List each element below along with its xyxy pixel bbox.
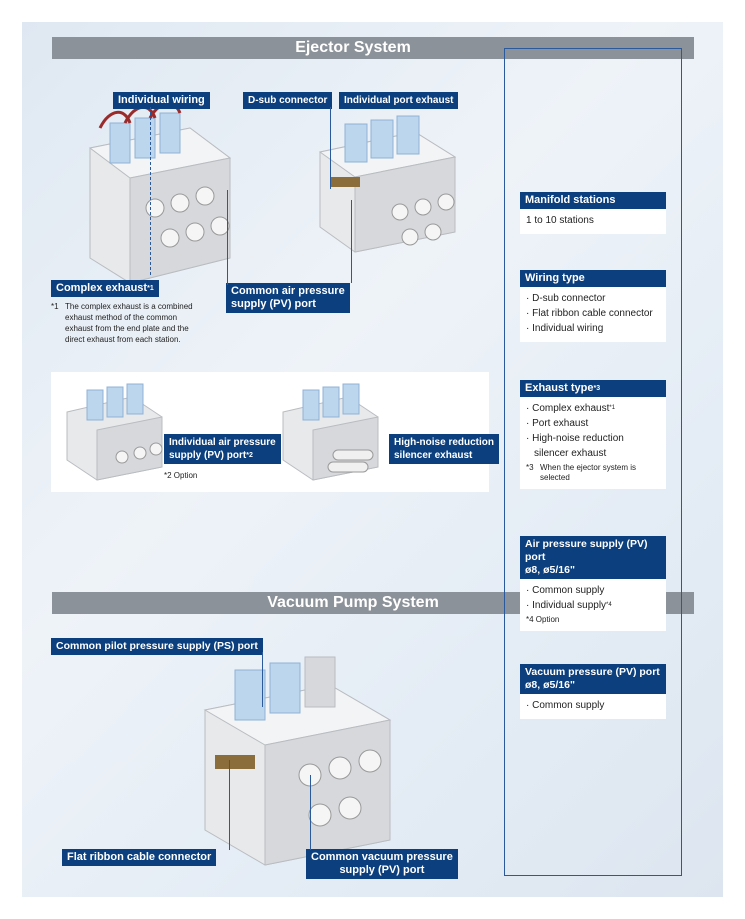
common-vacuum-line1: Common vacuum pressure — [311, 851, 453, 863]
spec-vac-title: Vacuum pressure (PV) port — [525, 666, 660, 678]
individual-wiring-label: Individual wiring — [113, 92, 210, 109]
leader-line — [351, 200, 352, 283]
note-1: *1 The complex exhaust is a combined exh… — [51, 301, 231, 345]
spec-exhaust-head: Exhaust type*3 — [520, 380, 666, 397]
leader-line — [262, 652, 263, 707]
individual-air-supply-label: Individual air pressure supply (PV) port… — [164, 434, 281, 464]
complex-exhaust-label: Complex exhaust*1 — [51, 280, 159, 297]
individual-air-line2: supply (PV) port — [169, 450, 247, 461]
leader-line — [150, 107, 151, 275]
spec-manifold-item: 1 to 10 stations — [526, 215, 594, 226]
spec-air-note: *4 Option — [526, 615, 560, 624]
spec-exhaust-note: *3 When the ejector system is selected — [526, 463, 661, 483]
spec-wiring-item: · Flat ribbon cable connector — [526, 308, 653, 319]
complex-exhaust-text: Complex exhaust — [56, 282, 148, 294]
high-noise-line2: silencer exhaust — [394, 450, 473, 461]
individual-port-exhaust-label: Individual port exhaust — [339, 92, 459, 109]
note-1-line: exhaust from the end plate and the — [65, 324, 189, 333]
spec-vac-head: Vacuum pressure (PV) port ø8, ø5/16" — [520, 664, 666, 694]
spec-manifold-title: Manifold stations — [520, 192, 666, 209]
common-air-line2: supply (PV) port — [231, 298, 316, 310]
spec-exhaust-item: · Complex exhaust — [526, 403, 610, 414]
common-air-supply-label: Common air pressure supply (PV) port — [226, 283, 350, 313]
manifold-product-icon — [318, 115, 457, 253]
manifold-product-icon — [203, 656, 392, 866]
note-2: *2 Option — [164, 471, 198, 480]
spec-air-size: ø8, ø5/16" — [525, 564, 575, 576]
spec-exhaust-note-line: When the ejector system is — [540, 463, 637, 472]
common-pilot-label: Common pilot pressure supply (PS) port — [51, 638, 263, 655]
spec-wiring-item: · Individual wiring — [526, 323, 604, 334]
spec-vac-item: · Common supply — [526, 700, 605, 711]
high-noise-line1: High-noise reduction — [394, 437, 494, 448]
leader-line — [330, 107, 331, 189]
spec-exhaust-item: silencer exhaust — [534, 448, 607, 459]
spec-exhaust-note-line: selected — [540, 473, 570, 482]
flat-ribbon-label: Flat ribbon cable connector — [62, 849, 217, 866]
spec-wiring-item: · D-sub connector — [526, 293, 606, 304]
high-noise-silencer-label: High-noise reduction silencer exhaust — [389, 434, 499, 464]
common-air-line1: Common air pressure — [231, 285, 345, 297]
spec-exhaust-title-mark: *3 — [593, 385, 601, 392]
spec-wiring-title: Wiring type — [520, 270, 666, 287]
spec-exhaust-note-mark: *3 — [526, 463, 534, 472]
common-vacuum-supply-label: Common vacuum pressure supply (PV) port — [306, 849, 458, 879]
spec-air-item-mark: *4 — [606, 602, 612, 608]
common-vacuum-line2: supply (PV) port — [339, 864, 425, 876]
spec-exhaust-item: · High-noise reduction — [526, 433, 624, 444]
ejector-section-title: Ejector System — [295, 39, 411, 56]
spec-air-item: · Common supply — [526, 585, 605, 596]
manifold-product-icon — [88, 108, 232, 284]
spec-air-title: Air pressure supply (PV) port — [525, 538, 648, 563]
leader-line — [227, 190, 228, 285]
note-1-line: direct exhaust from each station. — [65, 335, 181, 344]
spec-manifold-stations: Manifold stations 1 to 10 stations — [520, 192, 666, 234]
spec-exhaust-type: Exhaust type*3 · Complex exhaust*1 · Por… — [520, 380, 666, 489]
note-1-mark: *1 — [51, 302, 59, 311]
manifold-product-icon — [282, 383, 379, 481]
leader-line — [229, 760, 230, 850]
leader-line — [310, 775, 311, 850]
dsub-connector-label: D-sub connector — [243, 92, 333, 109]
spec-exhaust-title: Exhaust type — [525, 382, 594, 394]
note-1-line: exhaust method of the common — [65, 313, 178, 322]
manifold-product-icon — [66, 383, 163, 481]
spec-air-head: Air pressure supply (PV) port ø8, ø5/16" — [520, 536, 666, 579]
note-1-line: The complex exhaust is a combined — [65, 302, 193, 311]
spec-vac-size: ø8, ø5/16" — [525, 679, 575, 691]
spec-air-pressure: Air pressure supply (PV) port ø8, ø5/16"… — [520, 536, 666, 631]
spec-exhaust-item: · Port exhaust — [526, 418, 589, 429]
spec-frame — [504, 48, 682, 876]
individual-air-line1: Individual air pressure — [169, 437, 276, 448]
individual-air-mark: *2 — [246, 452, 253, 459]
spec-exhaust-item-mark: *1 — [609, 405, 616, 411]
complex-exhaust-mark: *1 — [147, 285, 154, 292]
ejector-section-band: Ejector System — [52, 37, 694, 59]
vacuum-section-title: Vacuum Pump System — [267, 594, 439, 611]
spec-vacuum-pressure: Vacuum pressure (PV) port ø8, ø5/16" · C… — [520, 664, 666, 719]
spec-air-item: · Individual supply — [526, 600, 607, 611]
spec-wiring-type: Wiring type · D-sub connector · Flat rib… — [520, 270, 666, 342]
